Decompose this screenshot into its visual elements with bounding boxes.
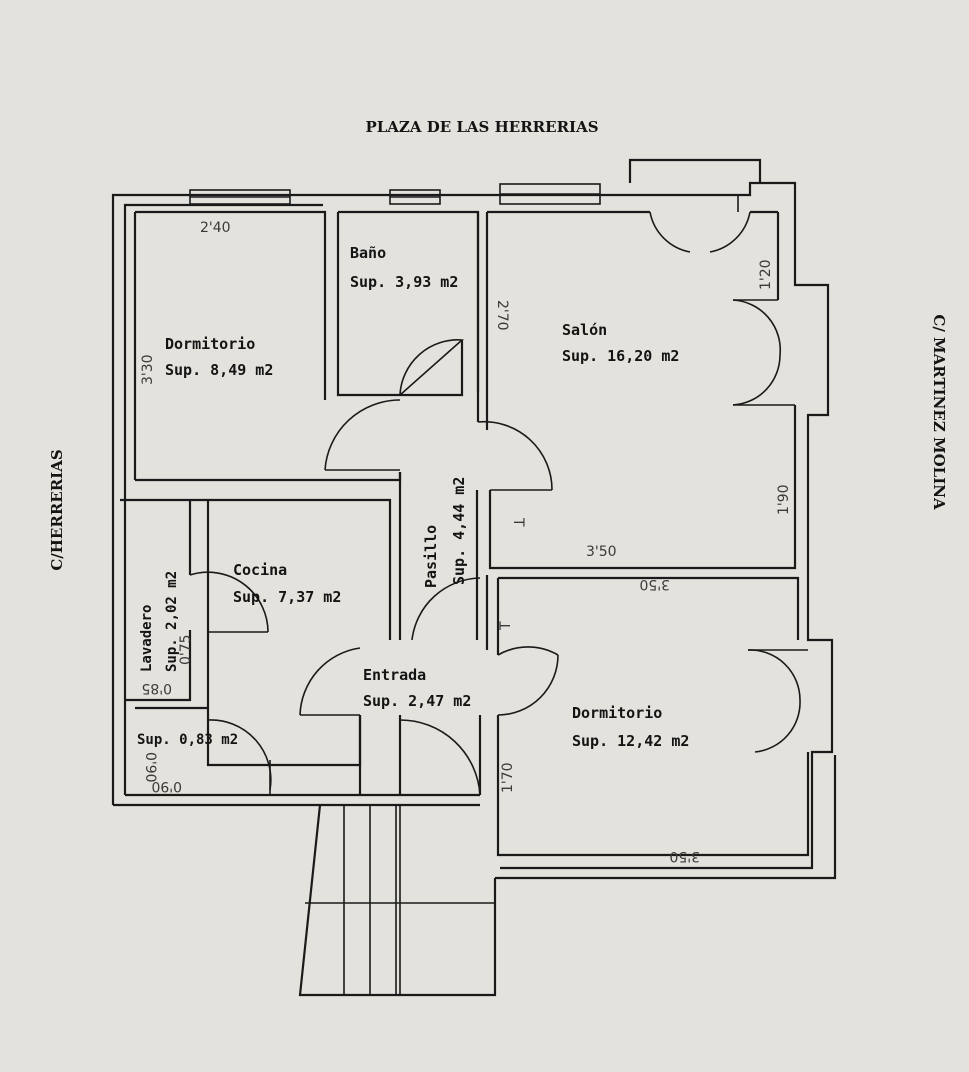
room-area: Sup. 2,47 m2 — [363, 692, 471, 710]
measure-salon-side: 1'90 — [776, 484, 792, 515]
room-area: Sup. 3,93 m2 — [350, 273, 458, 291]
handwritten-measurements: 2'40 3'30 2'70 1'20 1'90 3'50 3'50 1'70 … — [140, 220, 792, 864]
room-area: Sup. 0,83 m2 — [137, 732, 238, 748]
room-area: Sup. 4,44 m2 — [450, 477, 468, 585]
street-top-label: PLAZA DE LAS HERRERIAS — [365, 118, 598, 136]
room-area: Sup. 16,20 m2 — [562, 347, 679, 365]
room-name: Entrada — [363, 666, 426, 684]
room-dormitorio-1: Dormitorio Sup. 8,49 m2 — [165, 335, 273, 379]
room-aseo: Sup. 0,83 m2 — [137, 732, 238, 748]
room-bano: Baño Sup. 3,93 m2 — [350, 244, 458, 291]
room-area: Sup. 8,49 m2 — [165, 361, 273, 379]
measure-d2-bottom: 3'50 — [669, 848, 700, 864]
measure-salon-door: 1'20 — [758, 259, 774, 290]
room-cocina: Cocina Sup. 7,37 m2 — [233, 561, 341, 606]
room-area: Sup. 12,42 m2 — [572, 732, 689, 750]
street-right-label: C/ MARTINEZ MOLINA — [930, 314, 948, 510]
room-name: Dormitorio — [165, 335, 255, 353]
measure-lavadero-a: 0'75 — [178, 634, 194, 665]
street-left-label: C/HERRERIAS — [48, 449, 66, 570]
measure-d1-depth: 3'30 — [140, 354, 156, 385]
room-name: Salón — [562, 321, 607, 339]
room-area: Sup. 2,02 m2 — [164, 571, 180, 672]
room-name: Cocina — [233, 561, 287, 579]
room-dormitorio-2: Dormitorio Sup. 12,42 m2 — [572, 704, 689, 750]
room-name: Dormitorio — [572, 704, 662, 722]
room-area: Sup. 7,37 m2 — [233, 588, 341, 606]
measure-aseo-w: 0'90 — [151, 778, 182, 794]
measure-aseo-h: 0'90 — [142, 752, 158, 783]
mark-salon: T — [510, 517, 526, 527]
doors — [189, 211, 808, 796]
mark-d2: T — [498, 621, 514, 631]
room-name: Baño — [350, 244, 386, 262]
room-name: Lavadero — [139, 605, 155, 672]
measure-d2-side: 1'70 — [500, 762, 516, 793]
windows-top — [189, 183, 601, 205]
measure-salon-width: 3'50 — [586, 544, 617, 560]
measure-d1-width: 2'40 — [200, 220, 231, 236]
measure-salon-depth: 2'70 — [494, 300, 510, 331]
measure-lavadero-b: 0'85 — [141, 680, 172, 696]
room-salon: Salón Sup. 16,20 m2 — [562, 321, 679, 365]
room-entrada: Entrada Sup. 2,47 m2 — [363, 666, 471, 710]
stairs — [298, 804, 497, 997]
room-pasillo: Pasillo Sup. 4,44 m2 — [422, 477, 468, 588]
measure-d2-top: 3'50 — [639, 576, 670, 592]
outer-walls — [111, 158, 837, 880]
room-name: Pasillo — [422, 525, 440, 588]
room-lavadero: Lavadero Sup. 2,02 m2 — [139, 571, 180, 672]
